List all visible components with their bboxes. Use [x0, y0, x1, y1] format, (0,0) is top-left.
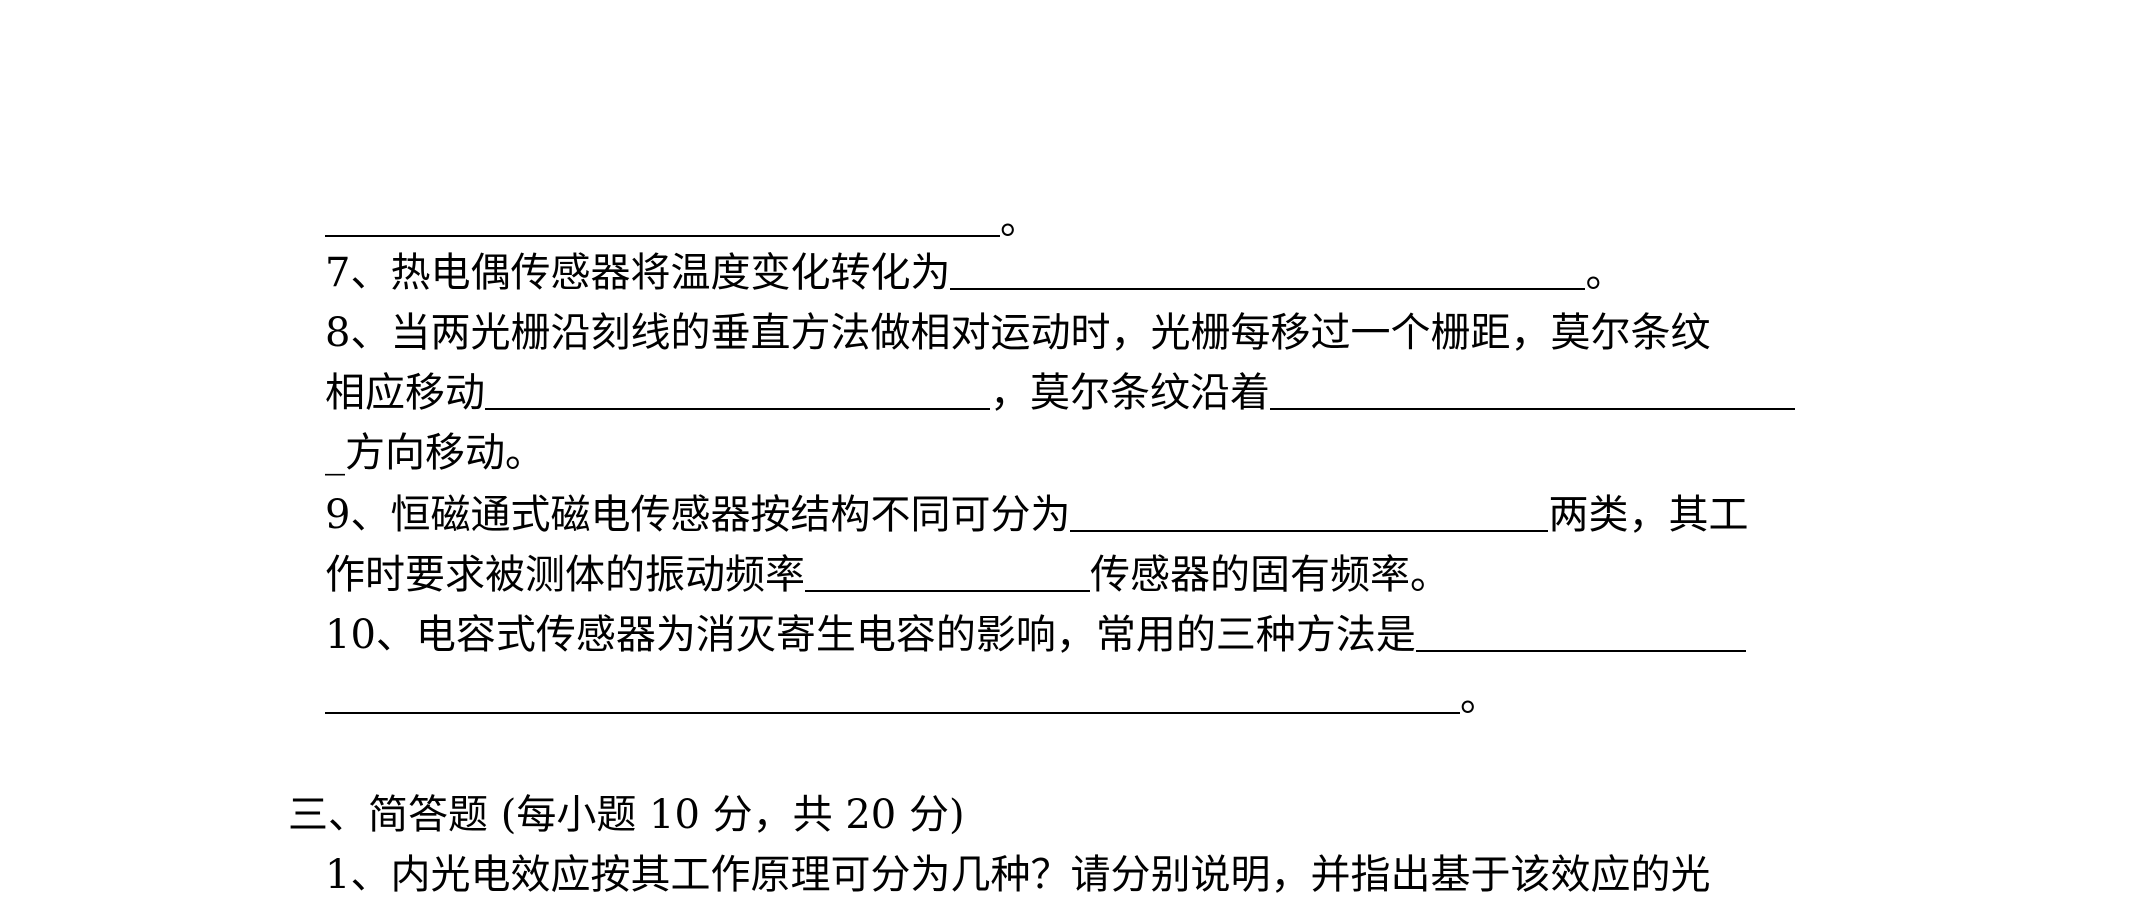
text-line-question-7: 7、热电偶传感器将温度变化转化为 。	[325, 248, 1625, 298]
line-text: 传感器的固有频率。	[1090, 552, 1450, 598]
answer-blank[interactable]	[1270, 370, 1795, 410]
line-text: 10、电容式传感器为消灭寄生电容的影响，常用的三种方法是	[325, 612, 1416, 658]
text-line-question-10: 10、电容式传感器为消灭寄生电容的影响，常用的三种方法是	[325, 610, 1746, 660]
line-text: 7、热电偶传感器将温度变化转化为	[325, 250, 951, 296]
text-line-short-answer-1: 1、内光电效应按其工作原理可分为几种？请分别说明，并指出基于该效应的光	[325, 850, 1710, 900]
line-text: 两类，其工	[1548, 492, 1749, 538]
text-line-question-9: 9、恒磁通式磁电传感器按结构不同可分为 两类，其工	[325, 490, 1748, 540]
line-text: 9、恒磁通式磁电传感器按结构不同可分为	[325, 492, 1071, 538]
text-line-question-8-end: _方向移动。	[325, 428, 545, 478]
line-text: 三、简答题 (每小题 10 分，共 20 分)	[288, 792, 965, 838]
line-text: _方向移动。	[325, 430, 545, 476]
section-heading-short-answer: 三、简答题 (每小题 10 分，共 20 分)	[288, 790, 965, 840]
answer-blank[interactable]	[1415, 612, 1746, 652]
line-text: 相应移动	[325, 370, 485, 416]
line-text: 。	[1460, 674, 1500, 720]
answer-blank[interactable]	[485, 370, 990, 410]
text-line-question-9-cont: 作时要求被测体的振动频率 传感器的固有频率。	[325, 550, 1450, 600]
text-line-blank-continuation: 。	[325, 195, 1040, 245]
answer-blank[interactable]	[325, 674, 1460, 714]
answer-blank[interactable]	[325, 197, 1000, 237]
answer-blank[interactable]	[1070, 492, 1549, 532]
answer-blank[interactable]	[950, 250, 1586, 290]
line-text: 8、当两光栅沿刻线的垂直方法做相对运动时，光栅每移过一个栅距，莫尔条纹	[325, 310, 1711, 356]
line-text: ，莫尔条纹沿着	[990, 370, 1270, 416]
line-text: 。	[1000, 197, 1040, 243]
text-line-question-8: 8、当两光栅沿刻线的垂直方法做相对运动时，光栅每移过一个栅距，莫尔条纹	[325, 308, 1710, 358]
text-line-question-10-cont: 。	[325, 672, 1500, 722]
line-text: 。	[1585, 250, 1626, 296]
answer-blank[interactable]	[805, 552, 1090, 592]
line-text: 1、内光电效应按其工作原理可分为几种？请分别说明，并指出基于该效应的光	[325, 852, 1711, 898]
line-text: 作时要求被测体的振动频率	[325, 552, 805, 598]
text-line-question-8-cont: 相应移动 ，莫尔条纹沿着	[325, 368, 1795, 418]
